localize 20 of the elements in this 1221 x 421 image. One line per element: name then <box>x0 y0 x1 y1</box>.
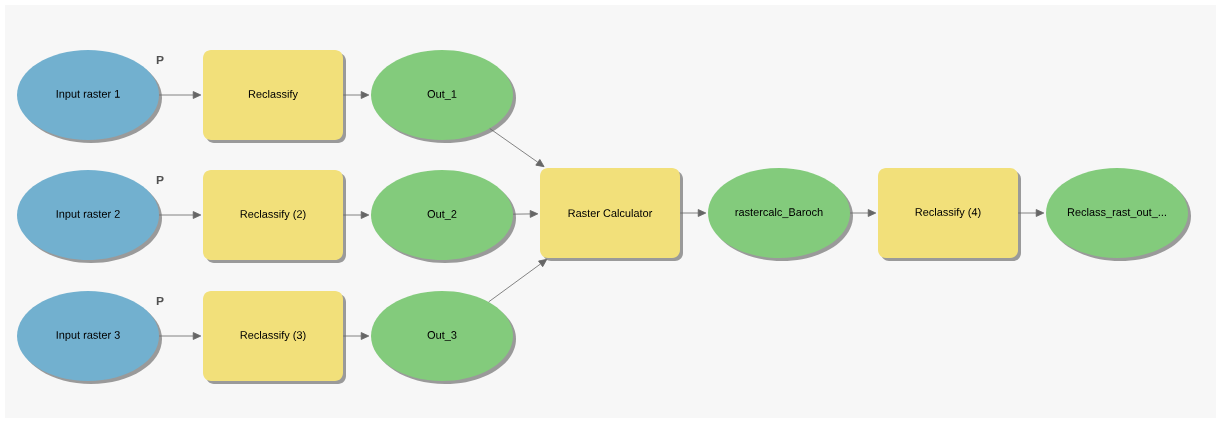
arrow <box>849 209 877 217</box>
arrow <box>512 210 539 218</box>
arrow <box>158 332 202 340</box>
arrow <box>342 332 370 340</box>
arrow <box>342 91 370 99</box>
arrow <box>1017 209 1045 217</box>
arrow <box>158 91 202 99</box>
arrow <box>342 211 370 219</box>
arrow <box>488 258 548 303</box>
tool-box: Raster Calculator <box>540 168 683 261</box>
parameter-marker: P <box>156 296 164 306</box>
arrow <box>158 211 202 219</box>
arrow <box>489 128 545 168</box>
parameter-marker: P <box>156 175 164 185</box>
arrow <box>679 209 707 217</box>
tool-box: Reclassify <box>203 50 346 143</box>
tool-box: Reclassify (3) <box>203 291 346 384</box>
parameter-marker: P <box>156 55 164 65</box>
tool-box: Reclassify (2) <box>203 170 346 263</box>
tool-box: Reclassify (4) <box>878 168 1021 261</box>
